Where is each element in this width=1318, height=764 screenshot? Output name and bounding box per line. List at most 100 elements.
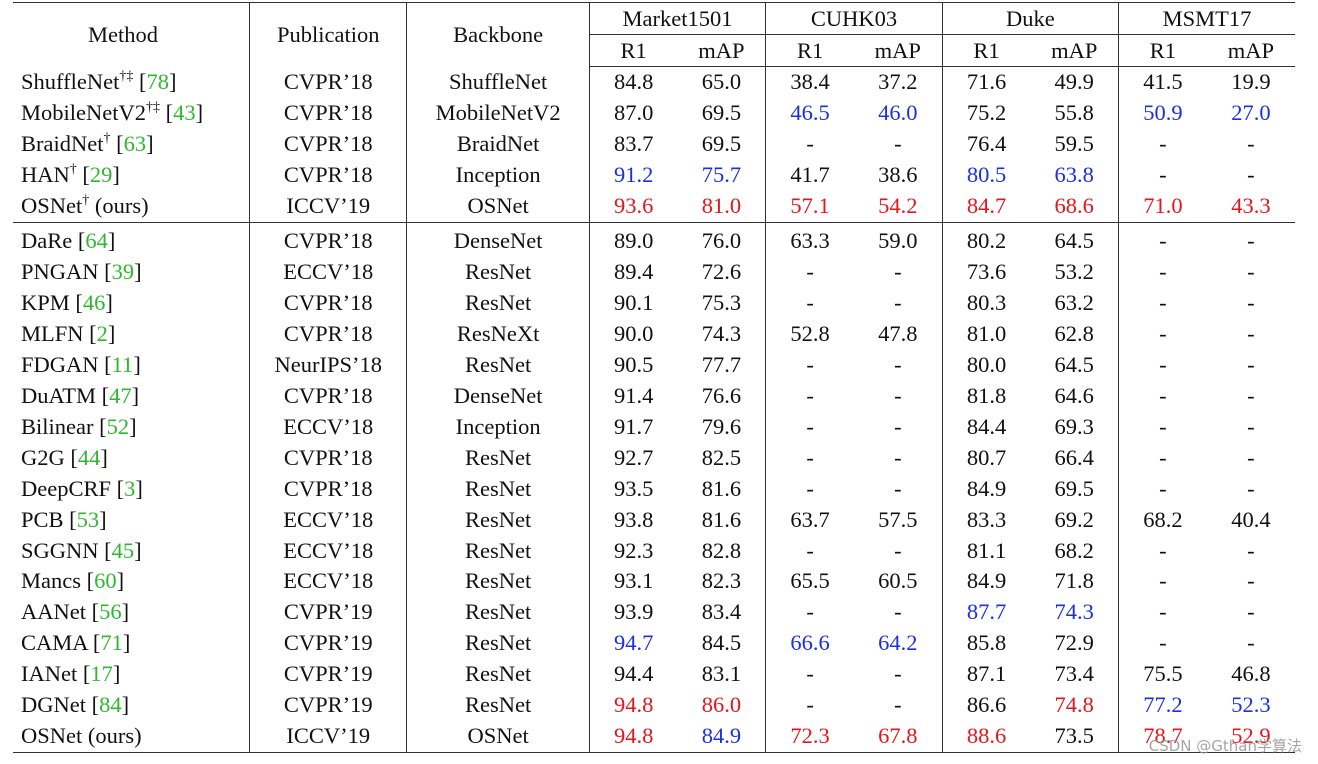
map-value: -	[1247, 599, 1255, 625]
map-value: 74.3	[701, 320, 742, 346]
r1-value: 93.5	[588, 473, 678, 505]
r1-value: 80.5	[941, 159, 1031, 191]
method-suffix: (ours)	[82, 723, 142, 749]
r1-value: 83.3	[941, 504, 1031, 536]
method-superscript: †‡	[119, 69, 134, 85]
backbone-cell: ResNet	[406, 504, 590, 536]
r1-value: -	[1118, 411, 1207, 443]
r1-value: -	[1118, 287, 1207, 319]
r1-value: 92.3	[588, 535, 678, 566]
header-r1: R1	[588, 34, 678, 67]
publication-cell: CVPR’18	[249, 287, 407, 319]
map-value: 74.3	[1054, 599, 1094, 625]
publication-cell: CVPR’18	[249, 380, 407, 412]
method-cell: BraidNet† [63]	[21, 131, 154, 157]
r1-value: 89.0	[588, 221, 678, 257]
citation-link: 56	[99, 599, 122, 625]
header-map: mAP	[677, 34, 766, 67]
r1-value: 63.3	[765, 221, 854, 257]
header-msmt17: MSMT17	[1118, 2, 1295, 35]
r1-value: 88.6	[941, 720, 1031, 753]
map-value: 81.6	[701, 475, 742, 501]
method-cell: Bilinear [52]	[21, 413, 137, 439]
header-r1: R1	[1118, 34, 1207, 67]
r1-value: 72.3	[765, 720, 854, 753]
header-r1: R1	[765, 34, 854, 67]
r1-value: 84.4	[941, 411, 1031, 443]
map-value: 75.7	[701, 162, 742, 188]
backbone-cell: OSNet	[406, 190, 590, 223]
map-value: -	[1247, 162, 1255, 188]
method-cell: OSNet (ours)	[13, 720, 250, 753]
header-cuhk03: CUHK03	[765, 2, 943, 35]
method-cell: ShuffleNet†‡ [78]	[21, 69, 177, 95]
backbone-cell: OSNet	[406, 720, 590, 753]
map-value: -	[894, 599, 902, 625]
publication-cell: CVPR’18	[249, 442, 407, 474]
citation-link: 3	[124, 475, 136, 501]
method-name: HAN	[21, 162, 70, 188]
method-cell: IANet [17]	[21, 661, 121, 687]
publication-cell: ECCV’18	[249, 256, 407, 288]
map-value: 75.3	[701, 290, 742, 316]
r1-value: 91.7	[588, 411, 678, 443]
method-name: BraidNet	[21, 131, 104, 157]
publication-cell: ICCV’19	[249, 190, 407, 223]
r1-value: 75.2	[941, 97, 1031, 129]
map-value: 43.3	[1206, 190, 1295, 223]
publication-cell: CVPR’18	[249, 318, 407, 350]
map-value: 84.5	[701, 630, 742, 656]
r1-value: -	[765, 473, 854, 505]
r1-value: 80.3	[941, 287, 1031, 319]
method-cell: Mancs [60]	[21, 568, 125, 594]
map-value: 86.0	[701, 692, 742, 718]
map-value: -	[894, 382, 902, 408]
r1-value: 91.2	[588, 159, 678, 191]
citation-link: 43	[173, 100, 196, 126]
map-value: 54.2	[853, 190, 943, 223]
r1-value: 87.0	[588, 97, 678, 129]
map-value: 69.2	[1054, 506, 1094, 532]
r1-value: -	[765, 535, 854, 566]
r1-value: 94.8	[588, 689, 678, 721]
map-value: 83.4	[701, 599, 742, 625]
r1-value: 63.7	[765, 504, 854, 536]
citation-link: 29	[89, 162, 113, 188]
map-value: 62.8	[1054, 320, 1094, 346]
r1-value: 77.2	[1118, 689, 1207, 721]
method-cell: DeepCRF [3]	[21, 475, 143, 501]
backbone-cell: ResNet	[406, 535, 590, 566]
r1-value: 38.4	[765, 66, 854, 98]
backbone-cell: ResNet	[406, 287, 590, 319]
map-value: 79.6	[701, 413, 742, 439]
r1-value: 41.7	[765, 159, 854, 191]
r1-value: -	[765, 411, 854, 443]
method-cell: SGGNN [45]	[21, 537, 142, 563]
r1-value: -	[1118, 128, 1207, 160]
method-name: Bilinear	[21, 413, 94, 439]
map-value: 66.4	[1054, 444, 1094, 470]
map-value: -	[1206, 221, 1295, 257]
r1-value: -	[765, 256, 854, 288]
map-value: -	[894, 444, 902, 470]
publication-cell: CVPR’18	[249, 66, 407, 98]
r1-value: 75.5	[1118, 658, 1207, 690]
r1-value: 94.7	[588, 627, 678, 659]
r1-value: 94.4	[588, 658, 678, 690]
r1-value: -	[765, 380, 854, 412]
map-value: 68.2	[1054, 537, 1094, 563]
method-name: ShuffleNet	[21, 69, 120, 95]
backbone-cell: ResNet	[406, 349, 590, 381]
method-name: SGGNN	[21, 537, 99, 563]
map-value: 46.8	[1231, 661, 1271, 687]
